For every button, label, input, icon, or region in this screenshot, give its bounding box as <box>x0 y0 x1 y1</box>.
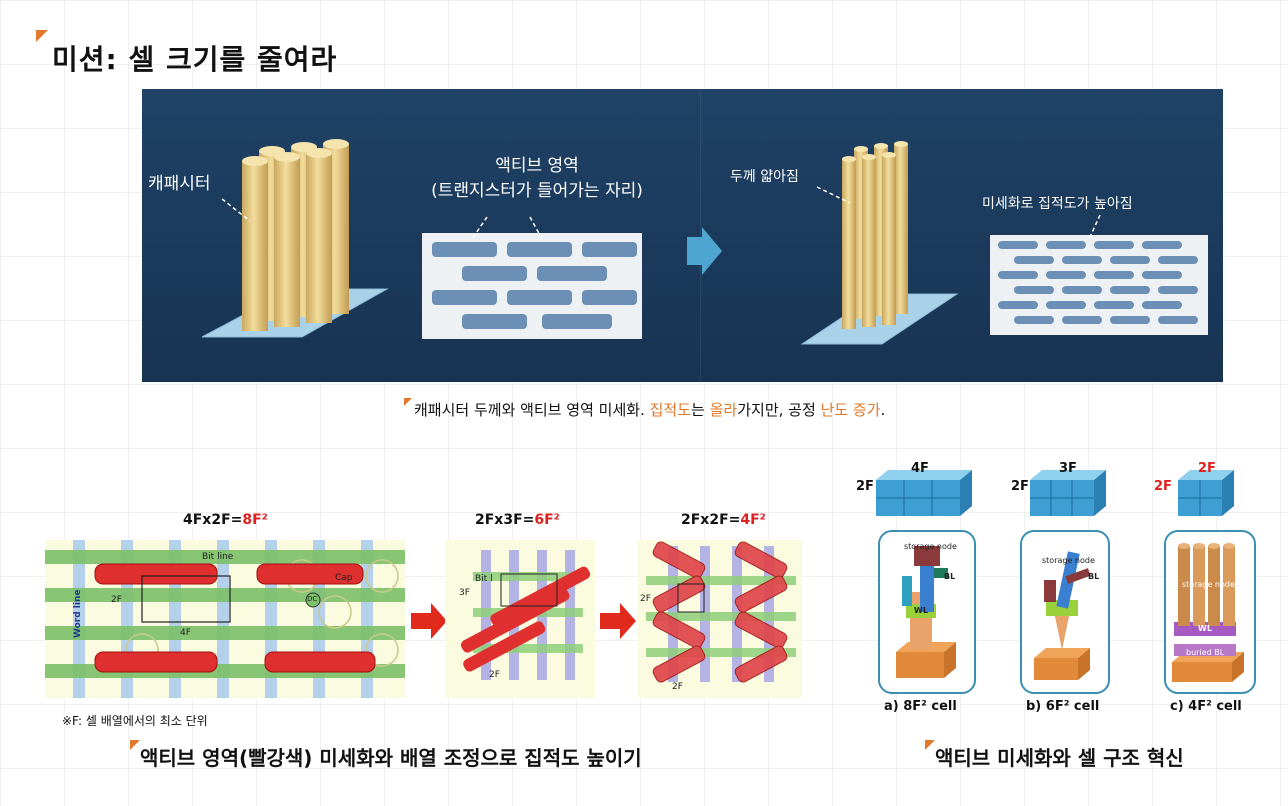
cell-c-buried-bl-label: buried BL <box>1186 648 1225 657</box>
label-cap: Cap <box>335 573 353 583</box>
layout-4f2-svg <box>646 541 796 683</box>
cell-c-wl-label: WL <box>1198 624 1212 633</box>
active-area-label-line1: 액티브 영역 <box>495 156 579 176</box>
cell-a-svg <box>896 546 956 678</box>
layout-8f2-unit-cell <box>141 575 231 623</box>
label-2f-d: 2F <box>672 682 683 692</box>
layout-8f2-figure: Bit line Cap DC 2F 4F Word line <box>45 540 405 698</box>
right-active-bricks <box>998 241 1198 324</box>
formula-8f2-value: 8F² <box>242 512 268 528</box>
caption-top-density: 집적도 <box>649 401 692 419</box>
caption-top-part5: 가지만, 공정 <box>737 401 821 419</box>
formula-4f2-value: 4F² <box>740 512 766 528</box>
layout-8f2-dc-contact <box>305 592 321 608</box>
cell-c-block <box>1178 470 1234 516</box>
caption-left-mark <box>130 740 140 750</box>
title-corner-mark <box>36 30 48 42</box>
active-area-label: 액티브 영역 (트랜지스터가 들어가는 자리) <box>372 151 702 201</box>
cell-c-caption: c) 4F² cell <box>1170 699 1242 714</box>
layout-6f2-active-areas <box>460 566 591 672</box>
layout-6f2-figure: Bit l 3F 2F <box>445 540 595 698</box>
cell-b-block <box>1030 470 1106 516</box>
cell-b-top-dim: 3F <box>1059 461 1077 476</box>
cell-c-top-dim: 2F <box>1198 461 1216 476</box>
layout-4f2-active-areas <box>652 541 788 683</box>
caption-right-mark <box>925 740 935 750</box>
active-area-label-line2: (트랜지스터가 들어가는 자리) <box>431 181 643 201</box>
density-label: 미세화로 집적도가 높아짐 <box>982 196 1133 212</box>
right-capacitor-cylinders <box>842 141 908 329</box>
label-bit-short: Bit l <box>475 574 493 584</box>
layout-4f2-figure: 2F 2F <box>638 540 802 698</box>
thinner-label: 두께 얇아짐 <box>730 169 799 185</box>
formula-4f2-prefix: 2Fx2F= <box>681 512 741 528</box>
cell-a-block <box>876 470 972 516</box>
label-2f-b: 2F <box>489 670 500 680</box>
top-diagram-svg <box>201 139 1208 345</box>
cell-a-bl-label: BL <box>944 572 956 581</box>
cell-a-side-dim: 2F <box>856 479 874 494</box>
caption-top: 캐패시터 두께와 액티브 영역 미세화. 집적도는 올라가지만, 공정 난도 증… <box>414 399 885 420</box>
active-pointer-1 <box>471 216 488 240</box>
label-word-line: Word line <box>73 589 83 639</box>
caption-left: 액티브 영역(빨강색) 미세화와 배열 조정으로 집적도 높이기 <box>140 746 642 770</box>
layout-4f2-bit-lines <box>646 576 796 657</box>
cell-c-box: storage node WL buried BL <box>1164 530 1256 694</box>
capacitor-pointer <box>221 198 251 222</box>
caption-top-difficulty: 난도 증가 <box>820 401 881 419</box>
cell-structures-svg <box>876 470 1234 516</box>
page-title: 미션: 셀 크기를 줄여라 <box>52 43 338 76</box>
cell-b-bl-label: BL <box>1088 572 1100 581</box>
cell-b-box: storage node BL <box>1020 530 1110 694</box>
layout-8f2-svg <box>45 540 405 698</box>
label-dc: DC <box>307 595 318 603</box>
formula-8f2-prefix: 4Fx2F= <box>183 512 243 528</box>
cell-a-storage-label: storage node <box>904 542 957 551</box>
thinner-pointer <box>816 186 851 204</box>
footnote: ※F: 셀 배열에서의 최소 단위 <box>62 714 208 728</box>
transition-arrow <box>687 227 722 275</box>
formula-6f2-prefix: 2Fx3F= <box>475 512 535 528</box>
density-pointer <box>1089 214 1101 238</box>
panel-divider <box>700 89 701 382</box>
label-2f-c: 2F <box>640 594 651 604</box>
formula-4f2: 2Fx2F=4F² <box>681 512 766 528</box>
formula-6f2: 2Fx3F=6F² <box>475 512 560 528</box>
caption-top-part1: 캐패시터 두께와 액티브 영역 미세화. <box>414 401 650 419</box>
layout-8f2-caps <box>125 559 399 667</box>
cell-c-side-dim: 2F <box>1154 479 1172 494</box>
label-4f-a: 4F <box>180 628 191 638</box>
caption-top-rises: 올라 <box>709 401 738 419</box>
cell-a-wl-label: WL <box>914 606 928 615</box>
cell-a-box: storage node BL WL <box>878 530 976 694</box>
label-bit-line: Bit line <box>202 552 234 562</box>
layout-arrow-2 <box>600 603 636 639</box>
layout-arrow-1 <box>411 603 447 639</box>
left-capacitor-cylinders <box>242 139 349 331</box>
layout-6f2-svg <box>460 550 591 680</box>
layout-6f2-unit-cell <box>500 573 558 607</box>
cell-c-storage-label: storage node <box>1182 580 1235 589</box>
cell-b-caption: b) 6F² cell <box>1026 699 1100 714</box>
cell-c-svg <box>1172 543 1244 682</box>
cell-b-side-dim: 2F <box>1011 479 1029 494</box>
layout-4f2-unit-cell <box>677 583 705 613</box>
cell-a-caption: a) 8F² cell <box>884 699 957 714</box>
capacitor-label: 캐패시터 <box>148 174 211 194</box>
label-3f: 3F <box>459 588 470 598</box>
caption-top-mark <box>404 398 412 406</box>
top-diagram-panel: 캐패시터 액티브 영역 (트랜지스터가 들어가는 자리) 두께 얇아짐 미세화로… <box>142 89 1223 382</box>
label-2f-a: 2F <box>111 595 122 605</box>
cell-b-storage-label: storage node <box>1042 556 1095 565</box>
caption-right: 액티브 미세화와 셀 구조 혁신 <box>935 746 1184 770</box>
left-active-bricks <box>432 242 637 329</box>
cell-a-top-dim: 4F <box>911 461 929 476</box>
caption-top-part7: . <box>880 401 886 419</box>
layout-8f2-active-areas <box>94 563 376 673</box>
formula-8f2: 4Fx2F=8F² <box>183 512 268 528</box>
cell-b-svg <box>1034 551 1091 680</box>
caption-top-part3: 는 <box>691 401 710 419</box>
formula-6f2-value: 6F² <box>534 512 560 528</box>
